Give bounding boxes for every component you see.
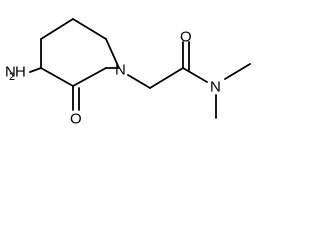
acetamide-side-chain [127, 41, 251, 119]
bond-ch2-c-amide [149, 67, 184, 89]
chemical-structure-diagram: N H 2 N O O N [5, 18, 251, 128]
bond-n1-ch2 [127, 74, 151, 89]
atom-amino-nh2: N H 2 [5, 64, 26, 84]
ring-bond-c3-c2 [72, 67, 107, 87]
bond-n-methyl-1 [224, 63, 251, 80]
ring-bond-c6-c5 [40, 18, 74, 40]
ring-n-label: N [115, 62, 126, 79]
amino-h-label: H [15, 64, 26, 81]
ring-bond-c6b [72, 18, 107, 40]
amino-h-count: 2 [9, 71, 15, 83]
ring-bond-n1-c6 [105, 38, 120, 69]
amide-n-label: N [210, 79, 221, 96]
lactam-o-label: O [70, 111, 82, 128]
ring-bond-c4-c3 [40, 67, 74, 87]
amino-n-label: N [5, 64, 16, 81]
piperidinone-ring [40, 18, 120, 87]
bond-c-amide-n [182, 67, 208, 83]
bond-c-amino-n [29, 67, 42, 73]
amide-o-label: O [180, 29, 192, 46]
